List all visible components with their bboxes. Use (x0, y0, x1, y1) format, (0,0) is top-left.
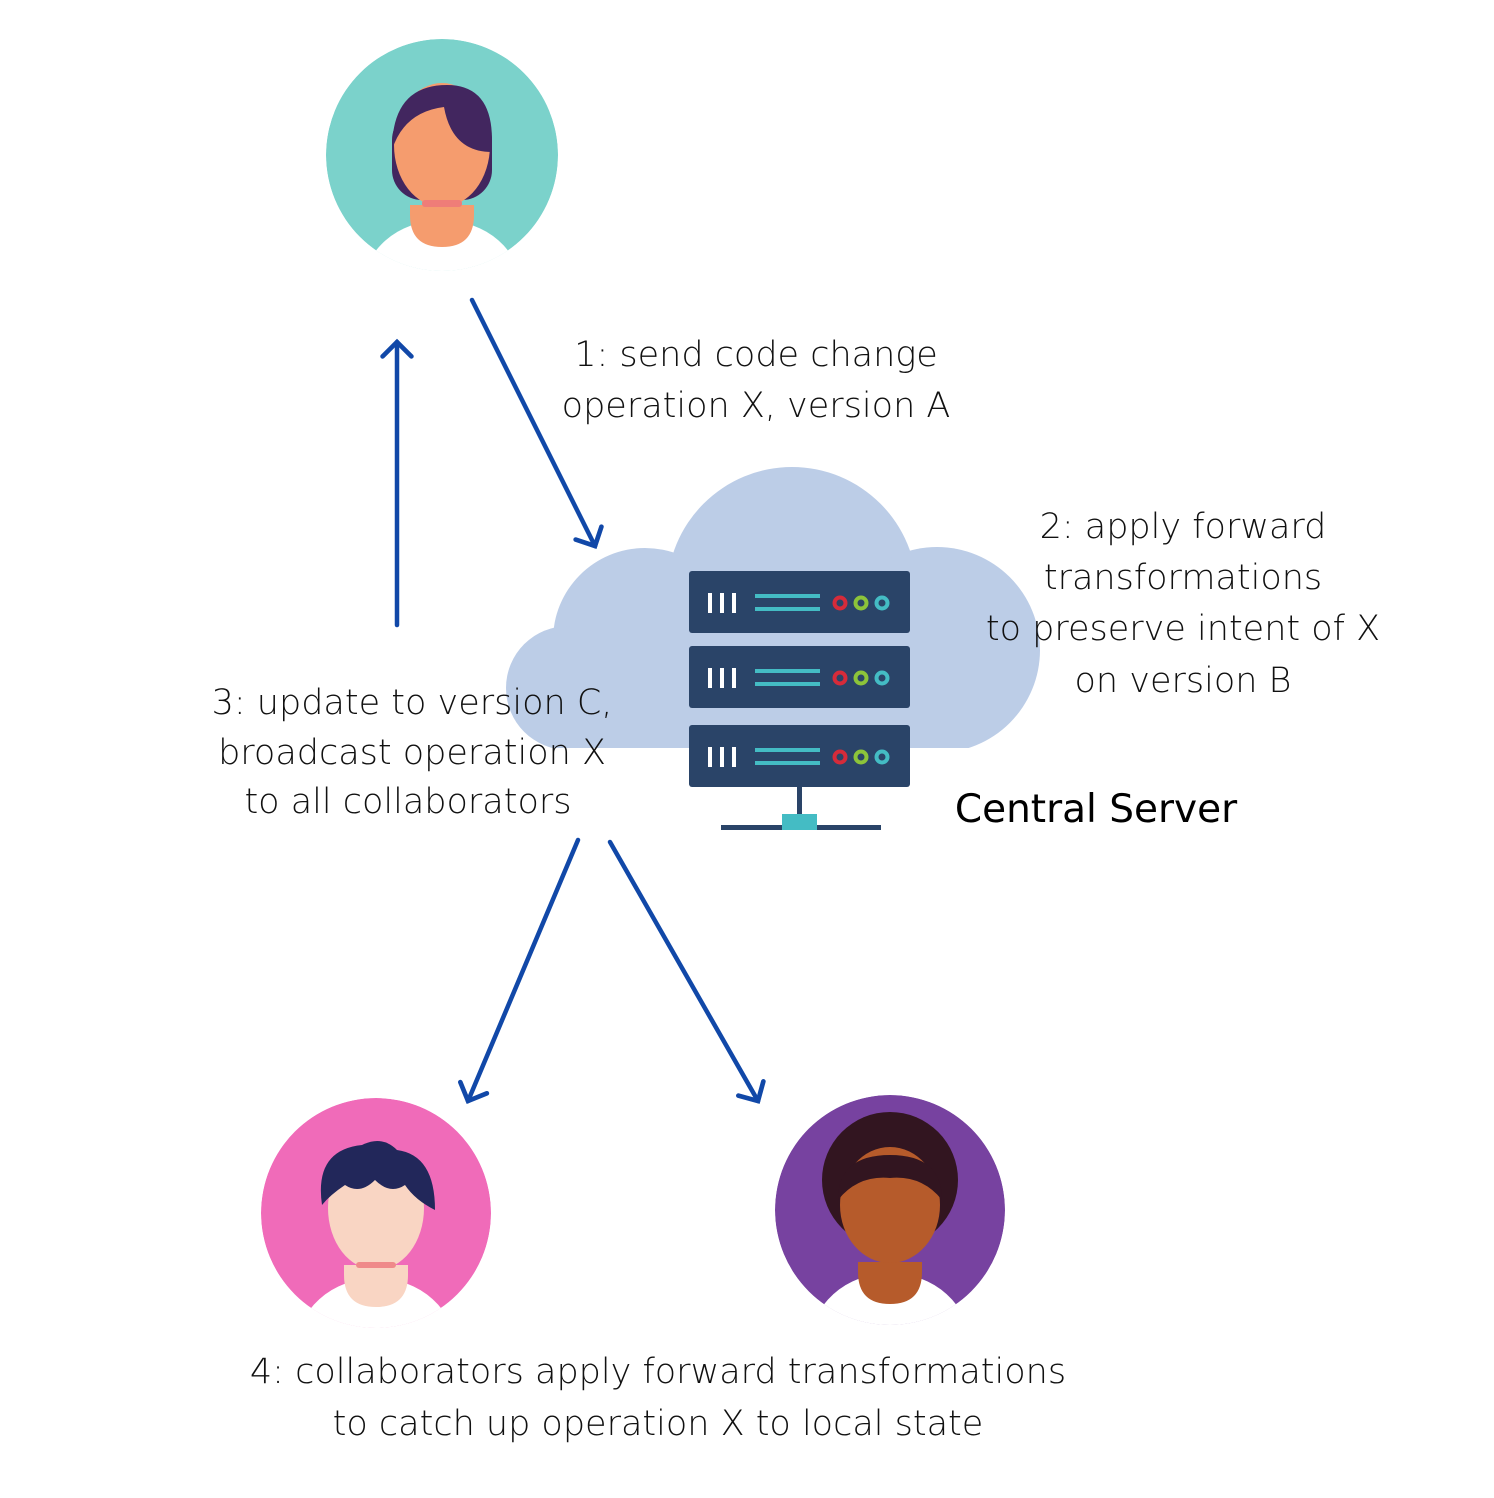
step3-label: 3: update to version C, broadcast operat… (212, 683, 613, 822)
svg-text:1: send code change: 1: send code change (574, 335, 938, 375)
svg-text:3: update to version C,: 3: update to version C, (212, 683, 613, 723)
svg-text:on version B: on version B (1075, 661, 1292, 701)
svg-text:to all collaborators: to all collaborators (244, 782, 571, 822)
central-server-label: Central Server (955, 787, 1238, 832)
svg-text:transformations: transformations (1044, 558, 1322, 598)
svg-text:to preserve intent of X: to preserve intent of X (986, 609, 1380, 649)
svg-text:2: apply forward: 2: apply forward (1040, 507, 1327, 547)
svg-text:to catch up operation X to loc: to catch up operation X to local state (333, 1404, 984, 1444)
cloud-server-icon (506, 467, 1040, 830)
arrow-send-to-server (469, 297, 604, 549)
arrow-broadcast-right (607, 839, 766, 1104)
svg-text:operation X, version A: operation X, version A (562, 386, 951, 426)
arrow-broadcast-left (457, 837, 581, 1105)
step2-label: 2: apply forward transformations to pres… (986, 507, 1380, 701)
svg-text:4: collaborators apply forward: 4: collaborators apply forward transform… (250, 1352, 1066, 1392)
svg-text:broadcast operation X: broadcast operation X (218, 733, 606, 773)
user-avatar-icon (261, 1098, 491, 1328)
user-avatar-icon (326, 39, 558, 271)
server-rack (689, 571, 910, 830)
step4-label: 4: collaborators apply forward transform… (250, 1352, 1066, 1444)
step1-label: 1: send code change operation X, version… (562, 335, 951, 426)
user-avatar-icon (775, 1095, 1005, 1325)
